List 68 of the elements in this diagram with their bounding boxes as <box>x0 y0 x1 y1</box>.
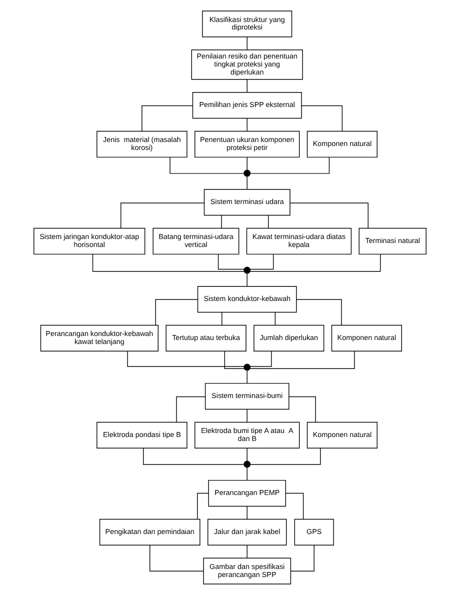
connector <box>246 448 247 462</box>
connector <box>220 215 222 228</box>
node-box: Perancangan PEMP <box>208 480 286 507</box>
connector <box>284 492 304 520</box>
connector <box>246 545 247 558</box>
connector <box>249 254 380 272</box>
connector <box>249 448 320 465</box>
connector <box>149 545 204 572</box>
node-box: Batang terminasi-udara vertical <box>152 228 239 255</box>
node-circle <box>243 364 250 371</box>
connector <box>217 254 244 270</box>
node-box: Penentuan ukuran komponen proteksi petir <box>194 130 300 158</box>
node-box: Terminasi natural <box>358 228 426 255</box>
node-box: Elektroda pondasi tipe B <box>96 422 187 449</box>
node-box: GPS <box>294 518 334 546</box>
node-circle <box>243 170 250 177</box>
connector <box>246 273 247 286</box>
node-box: Perancangan konduktor-kebawah kawat telanjang <box>40 324 158 352</box>
connector <box>246 409 247 422</box>
connector <box>249 157 330 174</box>
connector <box>141 105 193 132</box>
connector <box>120 202 204 228</box>
connector <box>169 157 244 174</box>
node-box: Pengikatan dan pemindaian <box>98 518 200 546</box>
node-box: Komponen natural <box>330 324 402 352</box>
connector <box>246 176 247 190</box>
connector <box>288 396 316 423</box>
connector <box>274 312 276 326</box>
node-circle <box>243 460 250 468</box>
connector <box>246 467 247 480</box>
connector <box>176 396 206 423</box>
connector <box>289 202 368 228</box>
node-box: Sistem terminasi udara <box>203 188 290 216</box>
node-box: Penilaian resiko dan penentuan tingkat proteksi yang diperlukan <box>190 50 302 80</box>
node-box: Jenis material (masalah korosi) <box>96 130 187 158</box>
node-box: Kawat terminasi-udara diatas kepala <box>246 228 352 255</box>
node-box: Jalur dan jarak kabel <box>206 518 286 546</box>
node-box: Sistem konduktor-kebawah <box>196 286 296 313</box>
node-box: Elektroda bumi tipe A atau A dan B <box>194 422 300 449</box>
connector <box>296 299 342 326</box>
node-box: Sistem terminasi-bumi <box>204 382 289 410</box>
connector <box>246 506 247 520</box>
connector <box>246 157 247 170</box>
connector <box>221 312 222 326</box>
node-box: Komponen natural <box>306 422 377 449</box>
connector <box>246 118 247 132</box>
connector <box>249 351 272 367</box>
connector <box>300 105 342 132</box>
node-box: Pemilihan jenis SPP eksternal <box>192 92 302 119</box>
node-box: Komponen natural <box>306 130 377 158</box>
connector <box>246 370 247 384</box>
connector <box>290 545 314 572</box>
node-box: Jumlah diperlukan <box>253 324 324 352</box>
connector <box>142 448 244 465</box>
node-box: Sistem jaringan konduktor-atap horisontal <box>33 228 145 255</box>
connector <box>249 350 354 370</box>
connector <box>246 79 247 93</box>
node-box: Gambar dan spesifikasi perancangan SPP <box>202 558 291 584</box>
node-box: Tertutup atau terbuka <box>165 324 246 352</box>
connector <box>246 36 247 50</box>
connector <box>196 492 208 520</box>
connector <box>224 350 244 370</box>
connector <box>154 299 198 326</box>
connector <box>126 351 244 367</box>
connector <box>92 254 244 272</box>
node-circle <box>243 266 250 274</box>
connector <box>249 254 274 270</box>
node-box: Klasifikasi struktur yang diproteksi <box>202 10 292 38</box>
